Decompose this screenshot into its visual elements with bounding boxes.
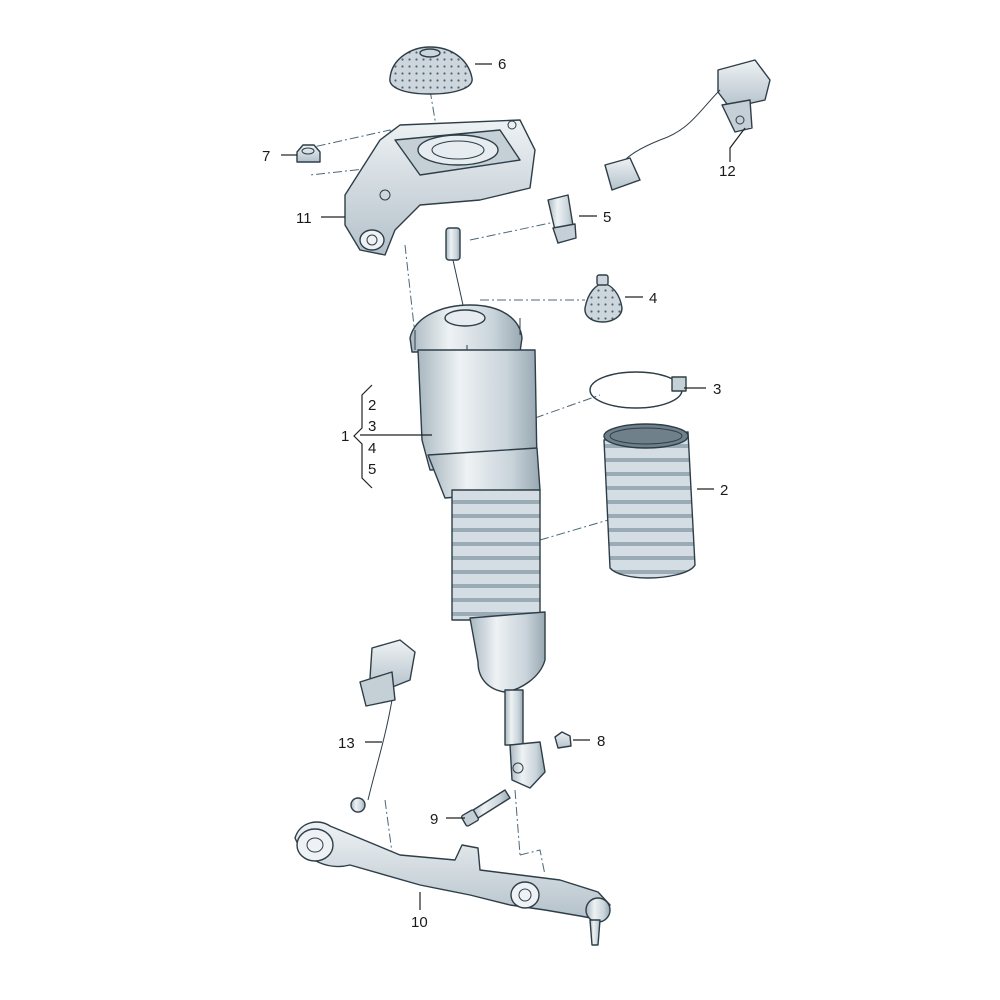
callout-10: 10 bbox=[411, 914, 428, 931]
leader-lines bbox=[281, 63, 746, 910]
top-mount-6 bbox=[389, 46, 473, 95]
protective-cap-4 bbox=[584, 274, 623, 323]
wiring-harness-12 bbox=[604, 59, 771, 191]
group-1-item-4: 4 bbox=[368, 440, 376, 457]
air-strut-1 bbox=[409, 304, 546, 789]
callout-12: 12 bbox=[719, 163, 736, 180]
strut-sensor-lead bbox=[445, 227, 464, 306]
level-sensor-13 bbox=[350, 639, 416, 813]
callout-5: 5 bbox=[603, 209, 611, 226]
strut-mount-bracket-11 bbox=[344, 119, 536, 256]
connector-plug-5 bbox=[547, 194, 577, 244]
hose-clamp-3 bbox=[589, 371, 687, 409]
nut-8 bbox=[554, 731, 572, 749]
group-1-item-3: 3 bbox=[368, 418, 376, 435]
callout-labels: 6 7 11 5 12 4 3 2 1 2 3 4 5 8 9 13 10 bbox=[262, 56, 736, 931]
bolt-9 bbox=[460, 789, 511, 827]
callout-11: 11 bbox=[296, 210, 312, 227]
callout-9: 9 bbox=[430, 811, 438, 828]
callout-8: 8 bbox=[597, 733, 605, 750]
callout-13: 13 bbox=[338, 735, 355, 752]
callout-2: 2 bbox=[720, 482, 728, 499]
group-1-item-5: 5 bbox=[368, 461, 376, 478]
callout-4: 4 bbox=[649, 290, 657, 307]
callout-6: 6 bbox=[498, 56, 506, 73]
nut-7 bbox=[296, 144, 321, 163]
control-arm-10 bbox=[294, 821, 611, 946]
callout-7: 7 bbox=[262, 148, 270, 165]
callout-3: 3 bbox=[713, 381, 721, 398]
rubber-boot-2 bbox=[603, 423, 696, 579]
callout-1: 1 bbox=[341, 428, 349, 445]
group-1-item-2: 2 bbox=[368, 397, 376, 414]
